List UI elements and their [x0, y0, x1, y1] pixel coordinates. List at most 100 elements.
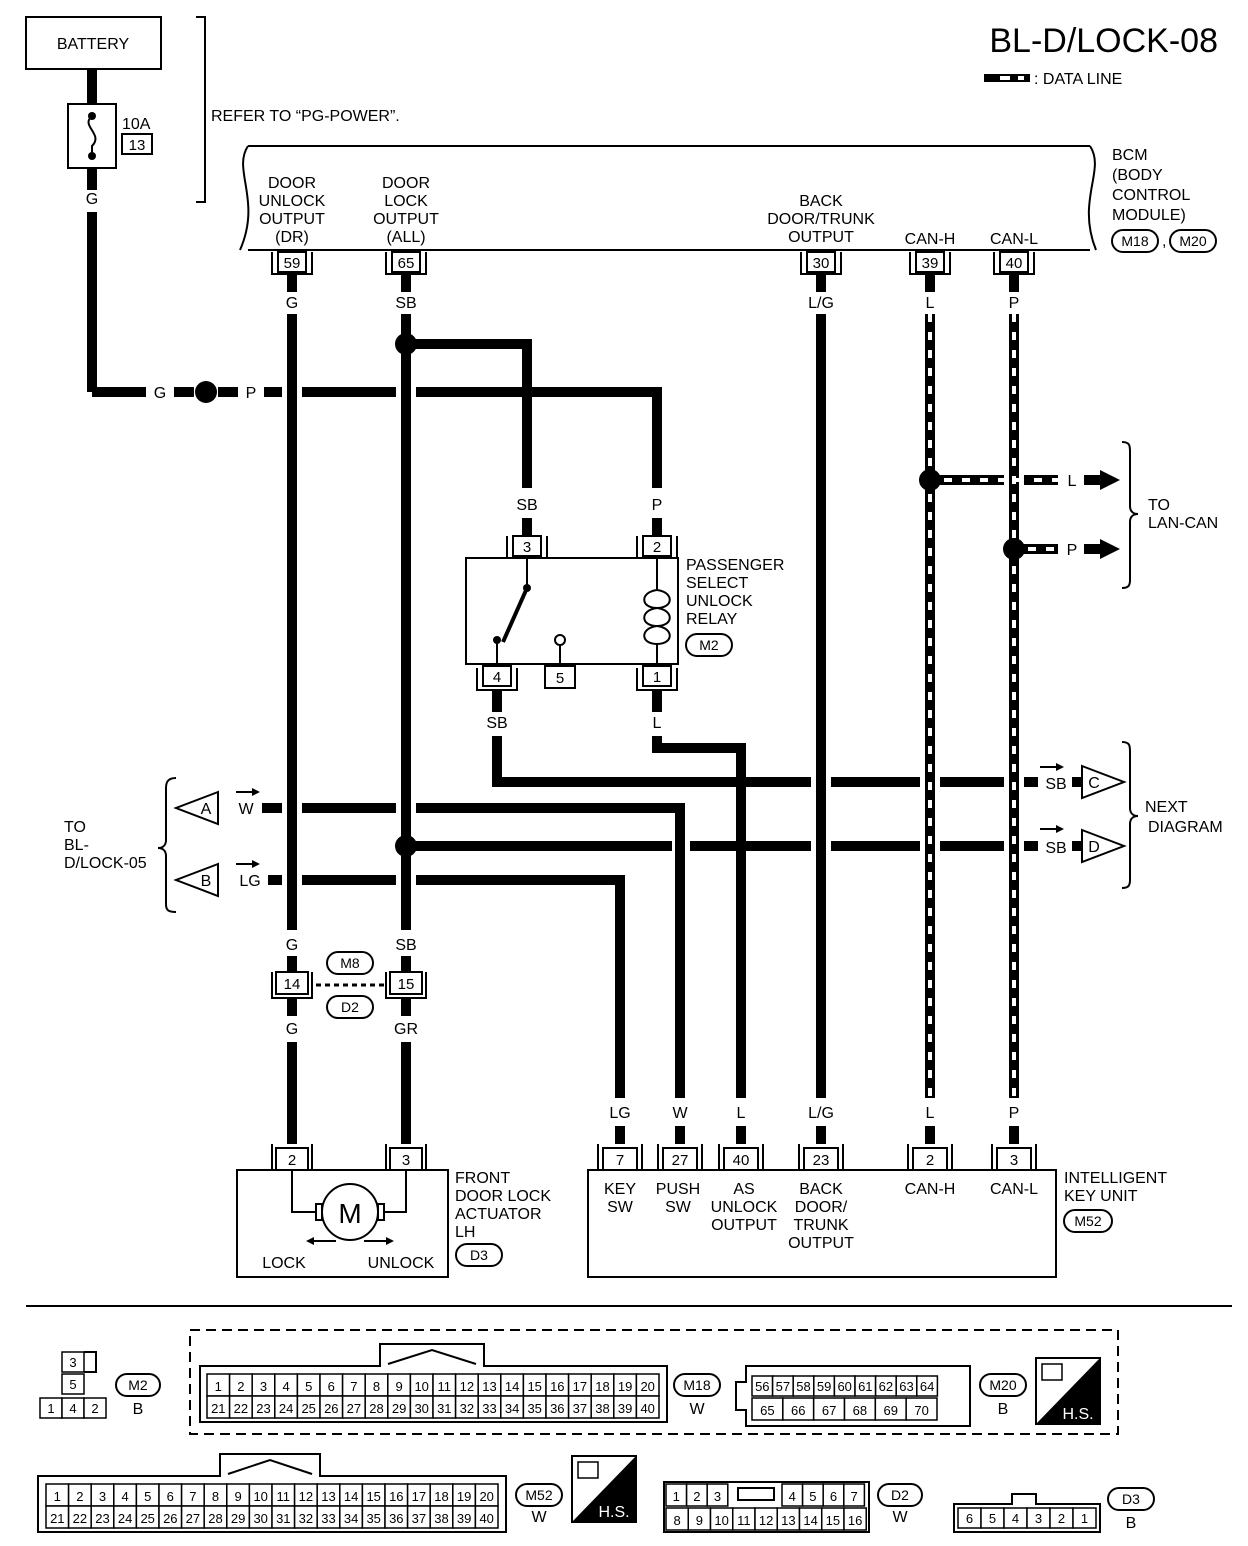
- actuator-lock-label: LOCK: [262, 1255, 306, 1272]
- d3-housing: [953, 1493, 1101, 1533]
- hs-badge-2: H.S.: [571, 1455, 637, 1523]
- joint-wire-bottom-gr: GR: [394, 1021, 418, 1038]
- svg-text:DOOR: DOOR: [268, 175, 316, 192]
- m18-housing: [199, 1343, 668, 1423]
- svg-text:TRUNK: TRUNK: [793, 1217, 848, 1234]
- relay-wire-p1: L: [653, 715, 662, 732]
- svg-text:23: 23: [813, 1152, 830, 1169]
- m18-pin-label: 15: [527, 1379, 541, 1394]
- d2-pin-label: 5: [809, 1489, 816, 1504]
- m52-pin-label: 4: [121, 1489, 128, 1504]
- m52-pin-label: 15: [366, 1489, 380, 1504]
- m18-pin-label: 8: [373, 1379, 380, 1394]
- lan-can-wire-l: L: [1068, 473, 1077, 490]
- svg-text:ACTUATOR: ACTUATOR: [455, 1206, 542, 1223]
- m20-pin-label: 67: [822, 1403, 836, 1418]
- bcm-terminal-59-label: DOOR UNLOCK OUTPUT (DR): [259, 175, 326, 246]
- d3-pin-label: 2: [1058, 1511, 1065, 1526]
- data-line-label: : DATA LINE: [1034, 71, 1122, 88]
- hs-badge-1: H.S.: [1035, 1357, 1101, 1425]
- m20-pin-label: 65: [760, 1403, 774, 1418]
- m52-pin-label: 10: [253, 1489, 267, 1504]
- face-m2-color: B: [133, 1401, 144, 1418]
- svg-text:INTELLIGENT: INTELLIGENT: [1064, 1170, 1167, 1187]
- svg-text:SW: SW: [665, 1199, 692, 1216]
- m18-pin-label: 18: [595, 1379, 609, 1394]
- m52-pin-label: 39: [457, 1511, 471, 1526]
- lan-can-wire-p: P: [1067, 542, 1078, 559]
- m52-pin-label: 17: [412, 1489, 426, 1504]
- relay-wire-p2: P: [652, 497, 663, 514]
- m18-pin-label: 16: [550, 1379, 564, 1394]
- svg-text:SW: SW: [607, 1199, 634, 1216]
- bcm-connector-group: [189, 1329, 1119, 1435]
- m2-pin-label: 1: [47, 1401, 54, 1416]
- bcm-pin-39: 39: [909, 251, 951, 275]
- m18-pin-label: 32: [460, 1401, 474, 1416]
- m52-housing: [37, 1453, 507, 1533]
- iku-wire-40: L: [737, 1105, 746, 1122]
- m20-housing: [735, 1365, 971, 1427]
- m18-pin-label: 27: [347, 1401, 361, 1416]
- m18-pin-label: 10: [414, 1379, 428, 1394]
- svg-text:OUTPUT: OUTPUT: [788, 1235, 854, 1252]
- d2-pin-label: 11: [737, 1513, 751, 1528]
- fuse-wire-color: G: [86, 191, 98, 208]
- svg-text:C: C: [1088, 775, 1100, 792]
- m52-pin-label: 21: [50, 1511, 64, 1526]
- bcm-connector-m18: M18: [1121, 233, 1148, 249]
- m18-pin-label: 12: [460, 1379, 474, 1394]
- d2-pin-label: 10: [714, 1513, 728, 1528]
- svg-text:OUTPUT: OUTPUT: [711, 1217, 777, 1234]
- bcm-terminal-65-label: DOOR LOCK OUTPUT (ALL): [373, 175, 439, 246]
- svg-text:59: 59: [284, 255, 301, 272]
- motor-icon: [321, 1183, 379, 1241]
- bcm-pin-59: 59: [271, 251, 313, 275]
- relay-pin-3: 3: [506, 535, 548, 559]
- m52-pin-label: 19: [457, 1489, 471, 1504]
- svg-text:UNLOCK: UNLOCK: [686, 593, 753, 610]
- d2-cell: [843, 1507, 867, 1531]
- to-bl-b-wire: LG: [239, 873, 260, 890]
- relay-pin-1: 1: [636, 665, 678, 691]
- m18-pin-label: 34: [505, 1401, 519, 1416]
- m52-pin-label: 2: [76, 1489, 83, 1504]
- m18-pin-label: 40: [640, 1401, 654, 1416]
- svg-text:PUSH: PUSH: [656, 1181, 700, 1198]
- svg-text:3: 3: [1010, 1152, 1018, 1169]
- svg-text:3: 3: [402, 1152, 410, 1169]
- bcm-terminal-39-label: CAN-H: [905, 231, 956, 248]
- bcm-terminal-30-label: BACK DOOR/TRUNK OUTPUT: [767, 193, 875, 246]
- m18-pin-label: 31: [437, 1401, 451, 1416]
- iku-pin-7: 7: [597, 1144, 643, 1171]
- d2-pin-label: 8: [674, 1513, 681, 1528]
- svg-text:KEY UNIT: KEY UNIT: [1064, 1188, 1138, 1205]
- m52-pin-label: 40: [479, 1511, 493, 1526]
- bcm-pin-40: 40: [993, 251, 1035, 275]
- m52-pin-label: 6: [167, 1489, 174, 1504]
- m18-pin-label: 2: [237, 1379, 244, 1394]
- wire-color-59: G: [286, 295, 298, 312]
- d2-pin-label: 14: [803, 1513, 817, 1528]
- m18-pin-label: 3: [260, 1379, 267, 1394]
- joint-connector-m8: M8: [340, 955, 360, 971]
- relay-wire-p3: SB: [516, 497, 537, 514]
- face-m52-id: M52: [525, 1487, 552, 1503]
- svg-text:UNLOCK: UNLOCK: [711, 1199, 778, 1216]
- m52-pin-label: 31: [276, 1511, 290, 1526]
- m52-pin-label: 26: [163, 1511, 177, 1526]
- svg-text:A: A: [201, 801, 212, 818]
- m18-pin-label: 25: [301, 1401, 315, 1416]
- svg-text:15: 15: [398, 976, 415, 993]
- fuse-rating: 10A: [122, 116, 151, 133]
- joint-connector-d2: D2: [341, 999, 359, 1015]
- m52-pin-label: 9: [234, 1489, 241, 1504]
- svg-text:7: 7: [616, 1152, 624, 1169]
- m18-pin-label: 19: [618, 1379, 632, 1394]
- bcm-name-1: BCM: [1112, 147, 1148, 164]
- svg-text:OUTPUT: OUTPUT: [373, 211, 439, 228]
- relay-pin-5: 5: [544, 665, 576, 689]
- relay-body: [465, 557, 679, 666]
- m52-pin-label: 38: [434, 1511, 448, 1526]
